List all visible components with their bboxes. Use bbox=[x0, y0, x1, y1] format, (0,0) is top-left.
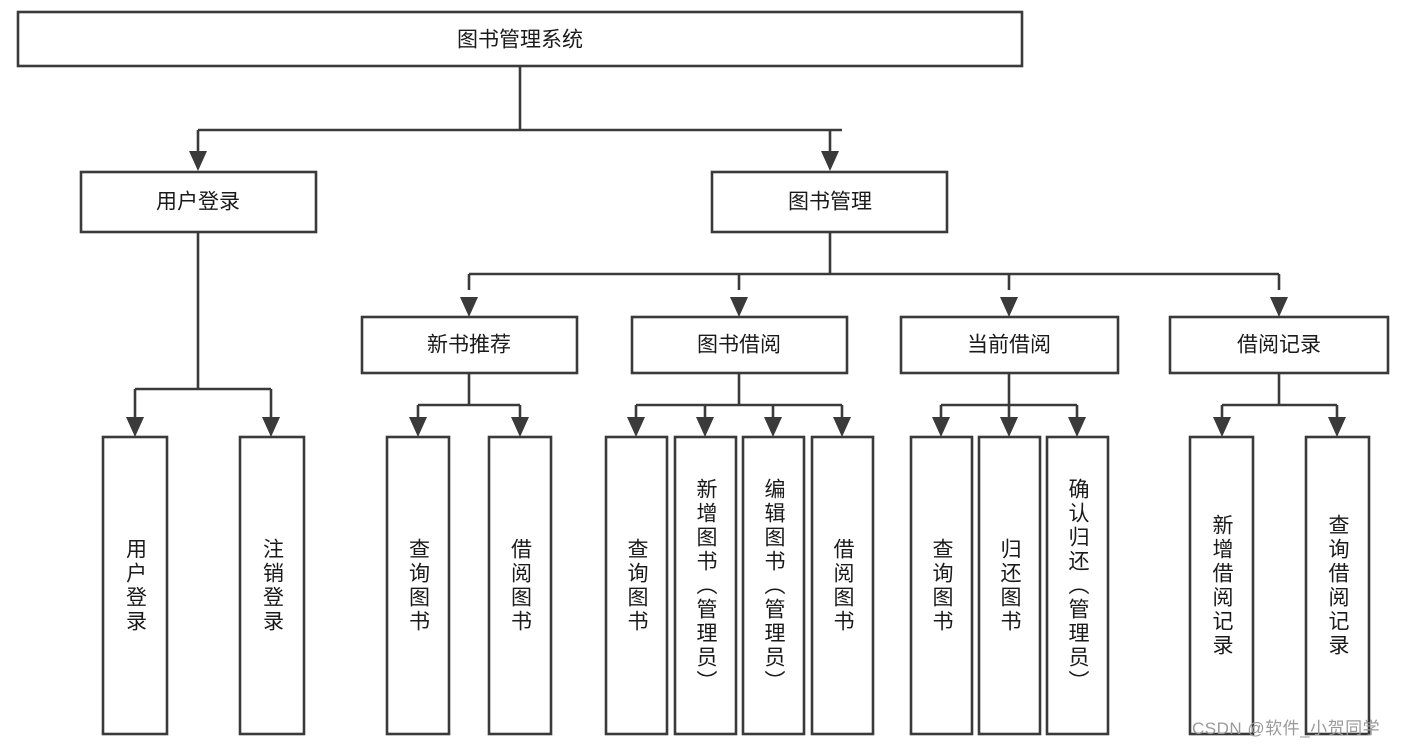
arrow-icon bbox=[730, 297, 748, 317]
node-book-management-label: 图书管理 bbox=[788, 191, 872, 214]
node-new-book-recommend[interactable]: 新书推荐 bbox=[360, 315, 579, 375]
node-user-login-label: 用户登录 bbox=[156, 191, 240, 214]
arrow-icon bbox=[821, 151, 839, 171]
node-borrow-record[interactable]: 借阅记录 bbox=[1168, 315, 1390, 375]
arrow-icon bbox=[511, 417, 529, 437]
arrow-icon bbox=[764, 417, 782, 437]
node-current-borrow-label: 当前借阅 bbox=[967, 334, 1051, 357]
connector-group-current-borrow bbox=[932, 373, 1086, 437]
arrow-icon bbox=[1213, 417, 1231, 437]
leaf-box-book-borrow-2[interactable] bbox=[673, 435, 738, 736]
arrow-icon bbox=[1068, 417, 1086, 437]
arrow-icon bbox=[189, 151, 207, 171]
connector-group-book-borrow bbox=[627, 373, 851, 437]
node-book-borrow-label: 图书借阅 bbox=[697, 334, 781, 357]
leaf-box-current-borrow-2[interactable] bbox=[977, 435, 1042, 736]
leaf-box-book-borrow-3[interactable] bbox=[741, 435, 806, 736]
arrow-icon bbox=[1000, 297, 1018, 317]
connector-group-root bbox=[189, 66, 842, 171]
leaf-box-borrow-record-1[interactable] bbox=[1188, 435, 1255, 736]
leaf-box-user-login-1[interactable] bbox=[101, 435, 169, 736]
leaf-box-book-borrow-1[interactable] bbox=[604, 435, 669, 736]
arrow-icon bbox=[460, 297, 478, 317]
arrow-icon bbox=[262, 417, 280, 437]
arrow-icon bbox=[932, 417, 950, 437]
arrow-icon bbox=[627, 417, 645, 437]
connector-group-book-management bbox=[460, 232, 1288, 317]
arrow-icon bbox=[1000, 417, 1018, 437]
arrow-icon bbox=[696, 417, 714, 437]
node-root-system[interactable]: 图书管理系统 bbox=[16, 10, 1024, 68]
connector-group-borrow-record bbox=[1213, 373, 1346, 437]
leaf-box-user-login-2[interactable] bbox=[238, 435, 306, 736]
leaf-box-book-borrow-4[interactable] bbox=[810, 435, 875, 736]
node-root-system-label: 图书管理系统 bbox=[457, 29, 583, 52]
node-book-borrow[interactable]: 图书借阅 bbox=[630, 315, 849, 375]
node-current-borrow[interactable]: 当前借阅 bbox=[899, 315, 1120, 375]
leaf-box-new-book-1[interactable] bbox=[385, 435, 451, 736]
node-new-book-recommend-label: 新书推荐 bbox=[427, 334, 511, 357]
watermark-text: CSDN @软件_小贺同学 bbox=[1192, 719, 1381, 738]
leaf-box-current-borrow-3[interactable] bbox=[1045, 435, 1110, 736]
arrow-icon bbox=[833, 417, 851, 437]
node-book-management[interactable]: 图书管理 bbox=[710, 170, 949, 234]
node-borrow-record-label: 借阅记录 bbox=[1237, 334, 1321, 357]
node-user-login[interactable]: 用户登录 bbox=[79, 170, 318, 234]
connector-group-new-book bbox=[409, 373, 529, 437]
leaf-box-current-borrow-1[interactable] bbox=[909, 435, 974, 736]
connector-group-user-login bbox=[126, 232, 280, 437]
arrow-icon bbox=[409, 417, 427, 437]
leaf-box-borrow-record-2[interactable] bbox=[1304, 435, 1371, 736]
arrow-icon bbox=[1270, 297, 1288, 317]
leaf-box-new-book-2[interactable] bbox=[487, 435, 553, 736]
arrow-icon bbox=[1328, 417, 1346, 437]
arrow-icon bbox=[126, 417, 144, 437]
